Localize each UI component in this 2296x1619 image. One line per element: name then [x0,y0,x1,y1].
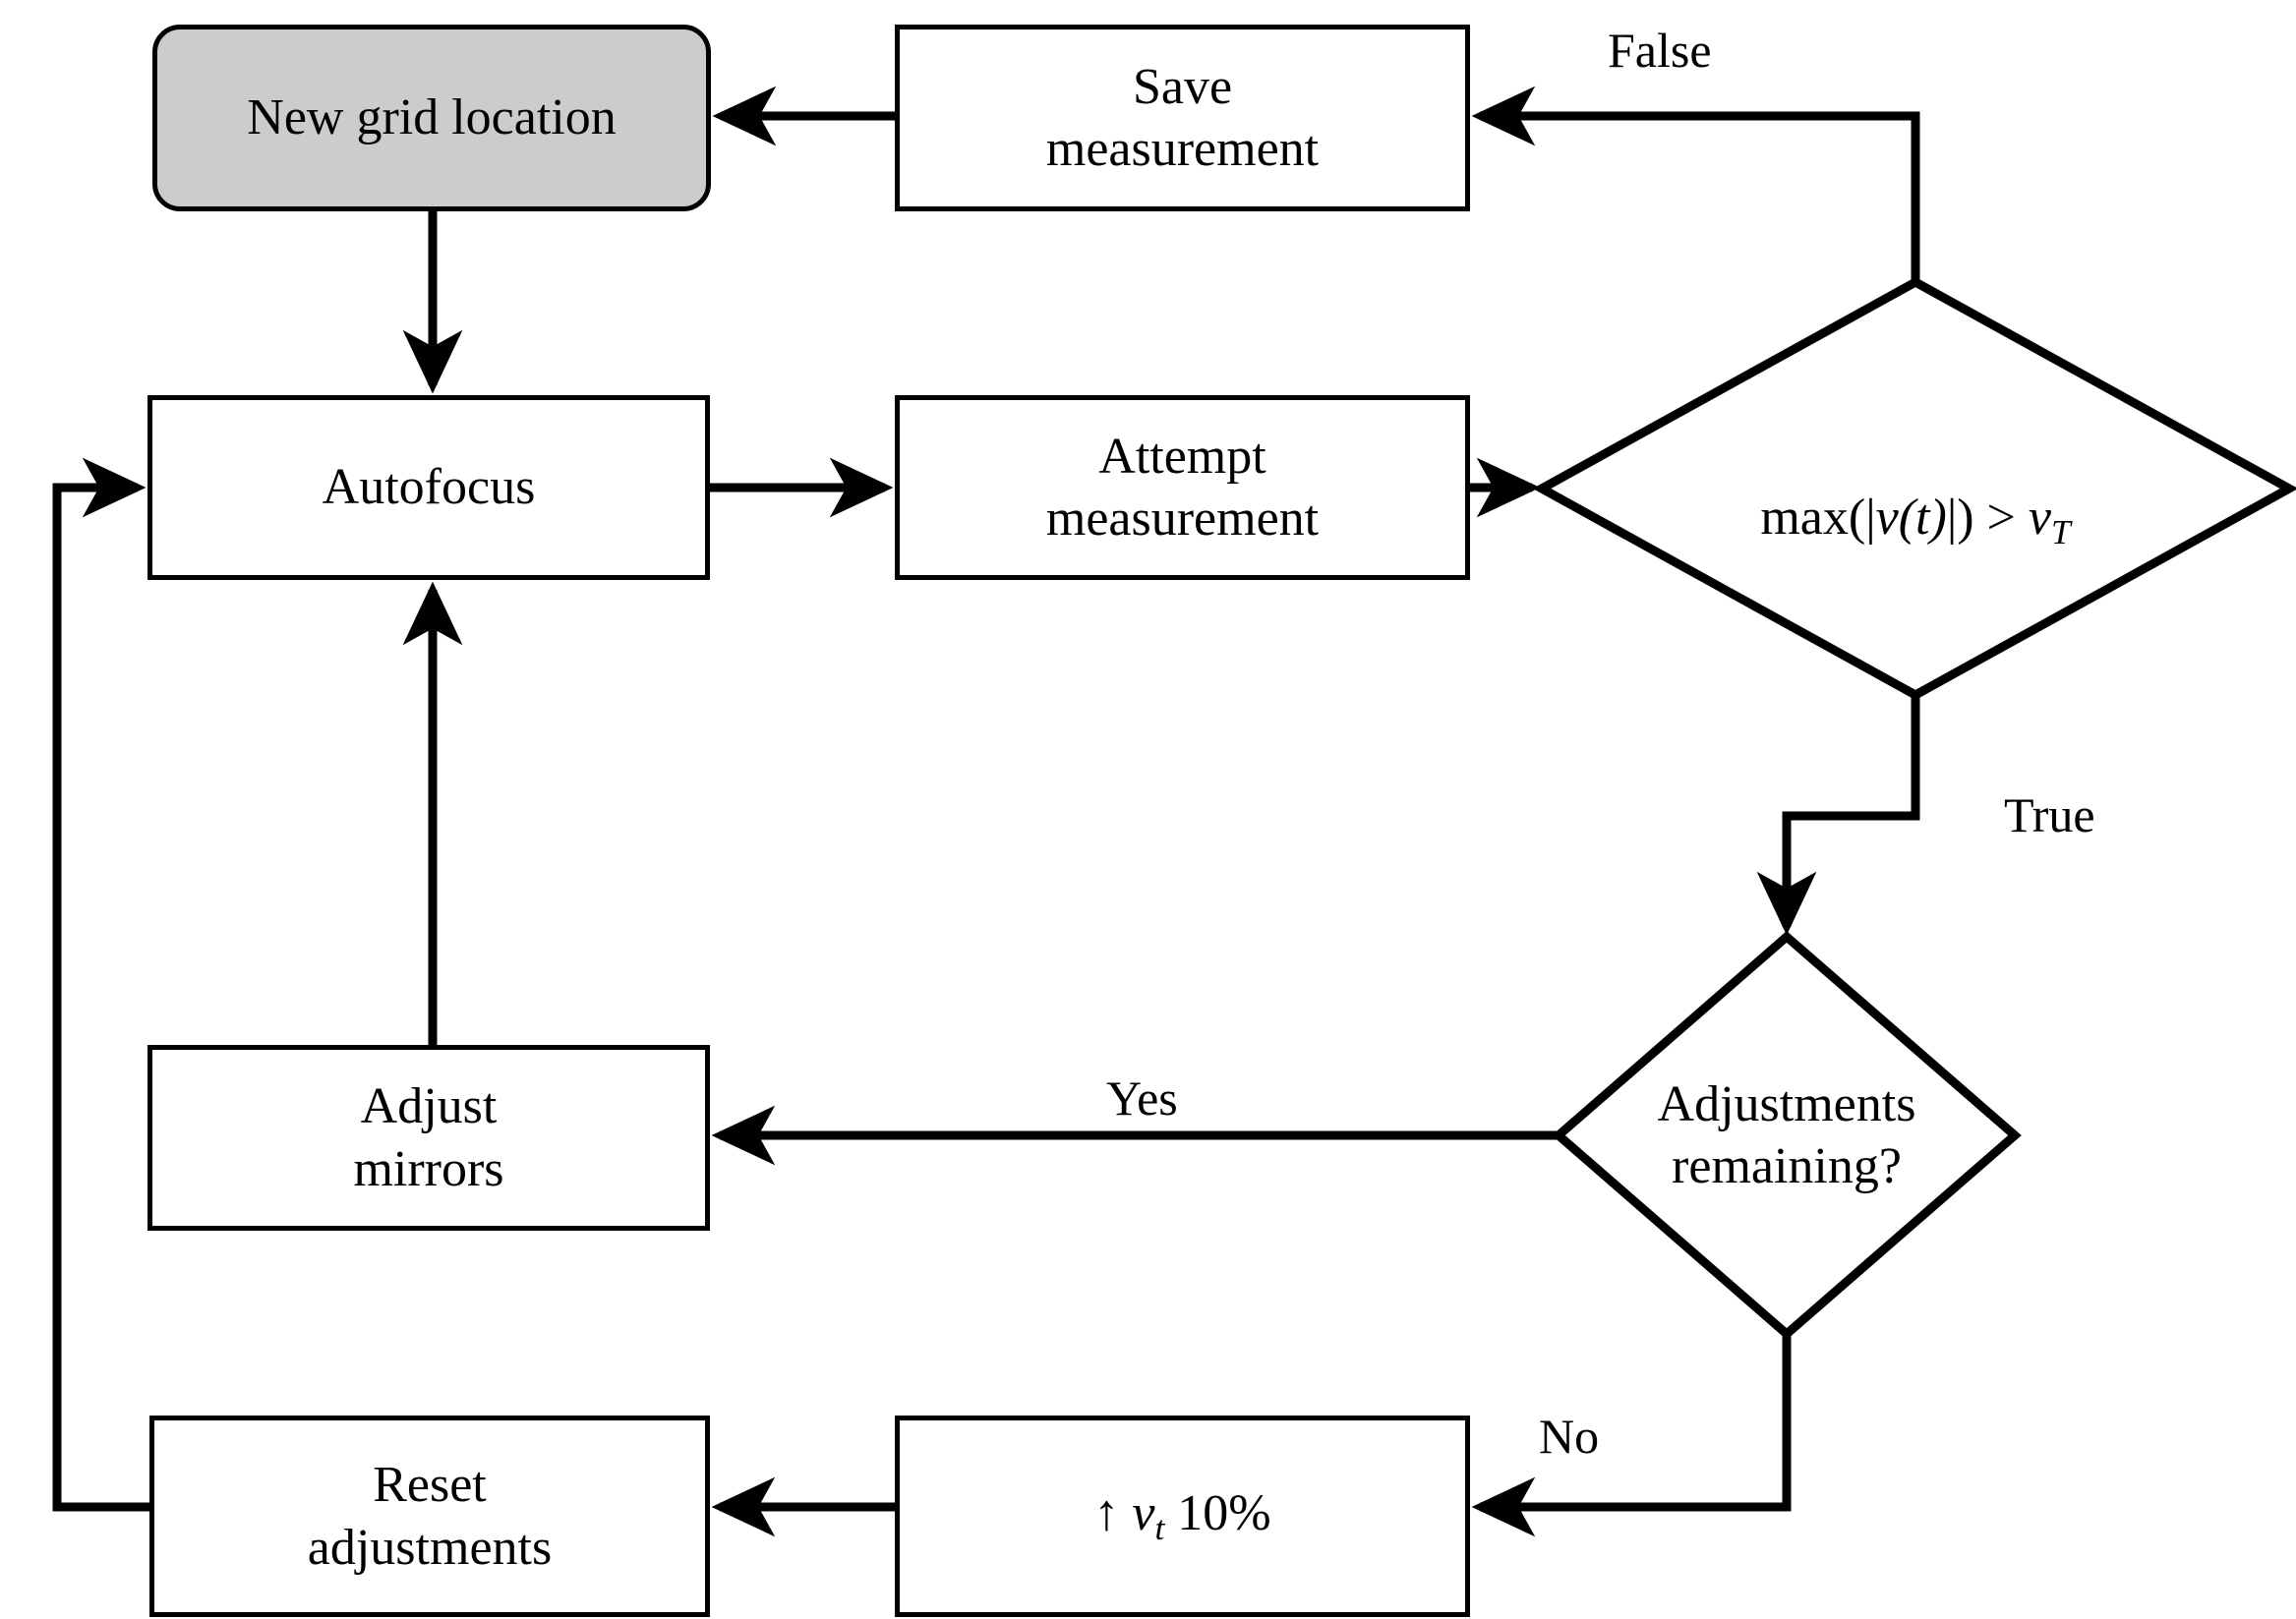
edge-label-no: No [1539,1409,1600,1464]
edge-threshold-false-to-save [1471,86,1920,282]
node-reset-adjustments[interactable]: Reset adjustments [149,1416,710,1617]
edge-reset-to-autofocus [52,457,149,1512]
velocity-var: v [1875,489,1899,546]
node-adjust-mirrors[interactable]: Adjust mirrors [147,1045,710,1231]
node-new-grid-location[interactable]: New grid location [152,25,711,211]
node-increase-threshold-label: ↑ vt 10% [1084,1482,1280,1549]
node-autofocus[interactable]: Autofocus [147,395,710,580]
edge-label-yes: Yes [1106,1070,1178,1126]
node-increase-threshold[interactable]: ↑ vt 10% [895,1416,1470,1617]
up-arrow-icon: ↑ [1093,1485,1120,1542]
node-autofocus-label: Autofocus [322,459,536,516]
node-new-grid-location-label: New grid location [247,89,617,146]
edge-adjustments-no-to-increase [1471,1334,1792,1537]
node-attempt-measurement[interactable]: Attempt measurement [895,395,1470,580]
increase-amount: 10% [1177,1485,1271,1542]
node-threshold-decision-label: max(|v(t)|) > vT [1591,430,2240,551]
node-adjust-mirrors-label: Adjust mirrors [353,1078,504,1197]
node-save-measurement[interactable]: Save measurement [895,25,1470,211]
edge-threshold-true-to-adjustments [1756,695,1920,936]
threshold-expression: max(|v(t)|) > vT [1760,424,2070,552]
node-save-measurement-label: Save measurement [1045,58,1320,177]
threshold-subscript-lower: t [1154,1508,1165,1548]
open-delims: (| [1848,489,1876,546]
adjustments-remaining-text: Adjustments remaining? [1657,1075,1916,1194]
threshold-subscript: T [2050,511,2071,551]
threshold-var-lower: v [1132,1485,1155,1542]
time-arg: (t) [1898,489,1947,546]
node-adjustments-remaining-label: Adjustments remaining? [1570,1067,2003,1204]
close-delims: |) [1946,489,1974,546]
max-function: max [1760,489,1849,546]
node-attempt-measurement-label: Attempt measurement [1045,428,1320,547]
node-reset-adjustments-label: Reset adjustments [307,1457,553,1576]
greater-than-operator: > [1986,489,2016,546]
threshold-var: v [2028,489,2051,546]
edge-label-false: False [1608,23,1712,78]
edge-label-true: True [2004,787,2095,842]
